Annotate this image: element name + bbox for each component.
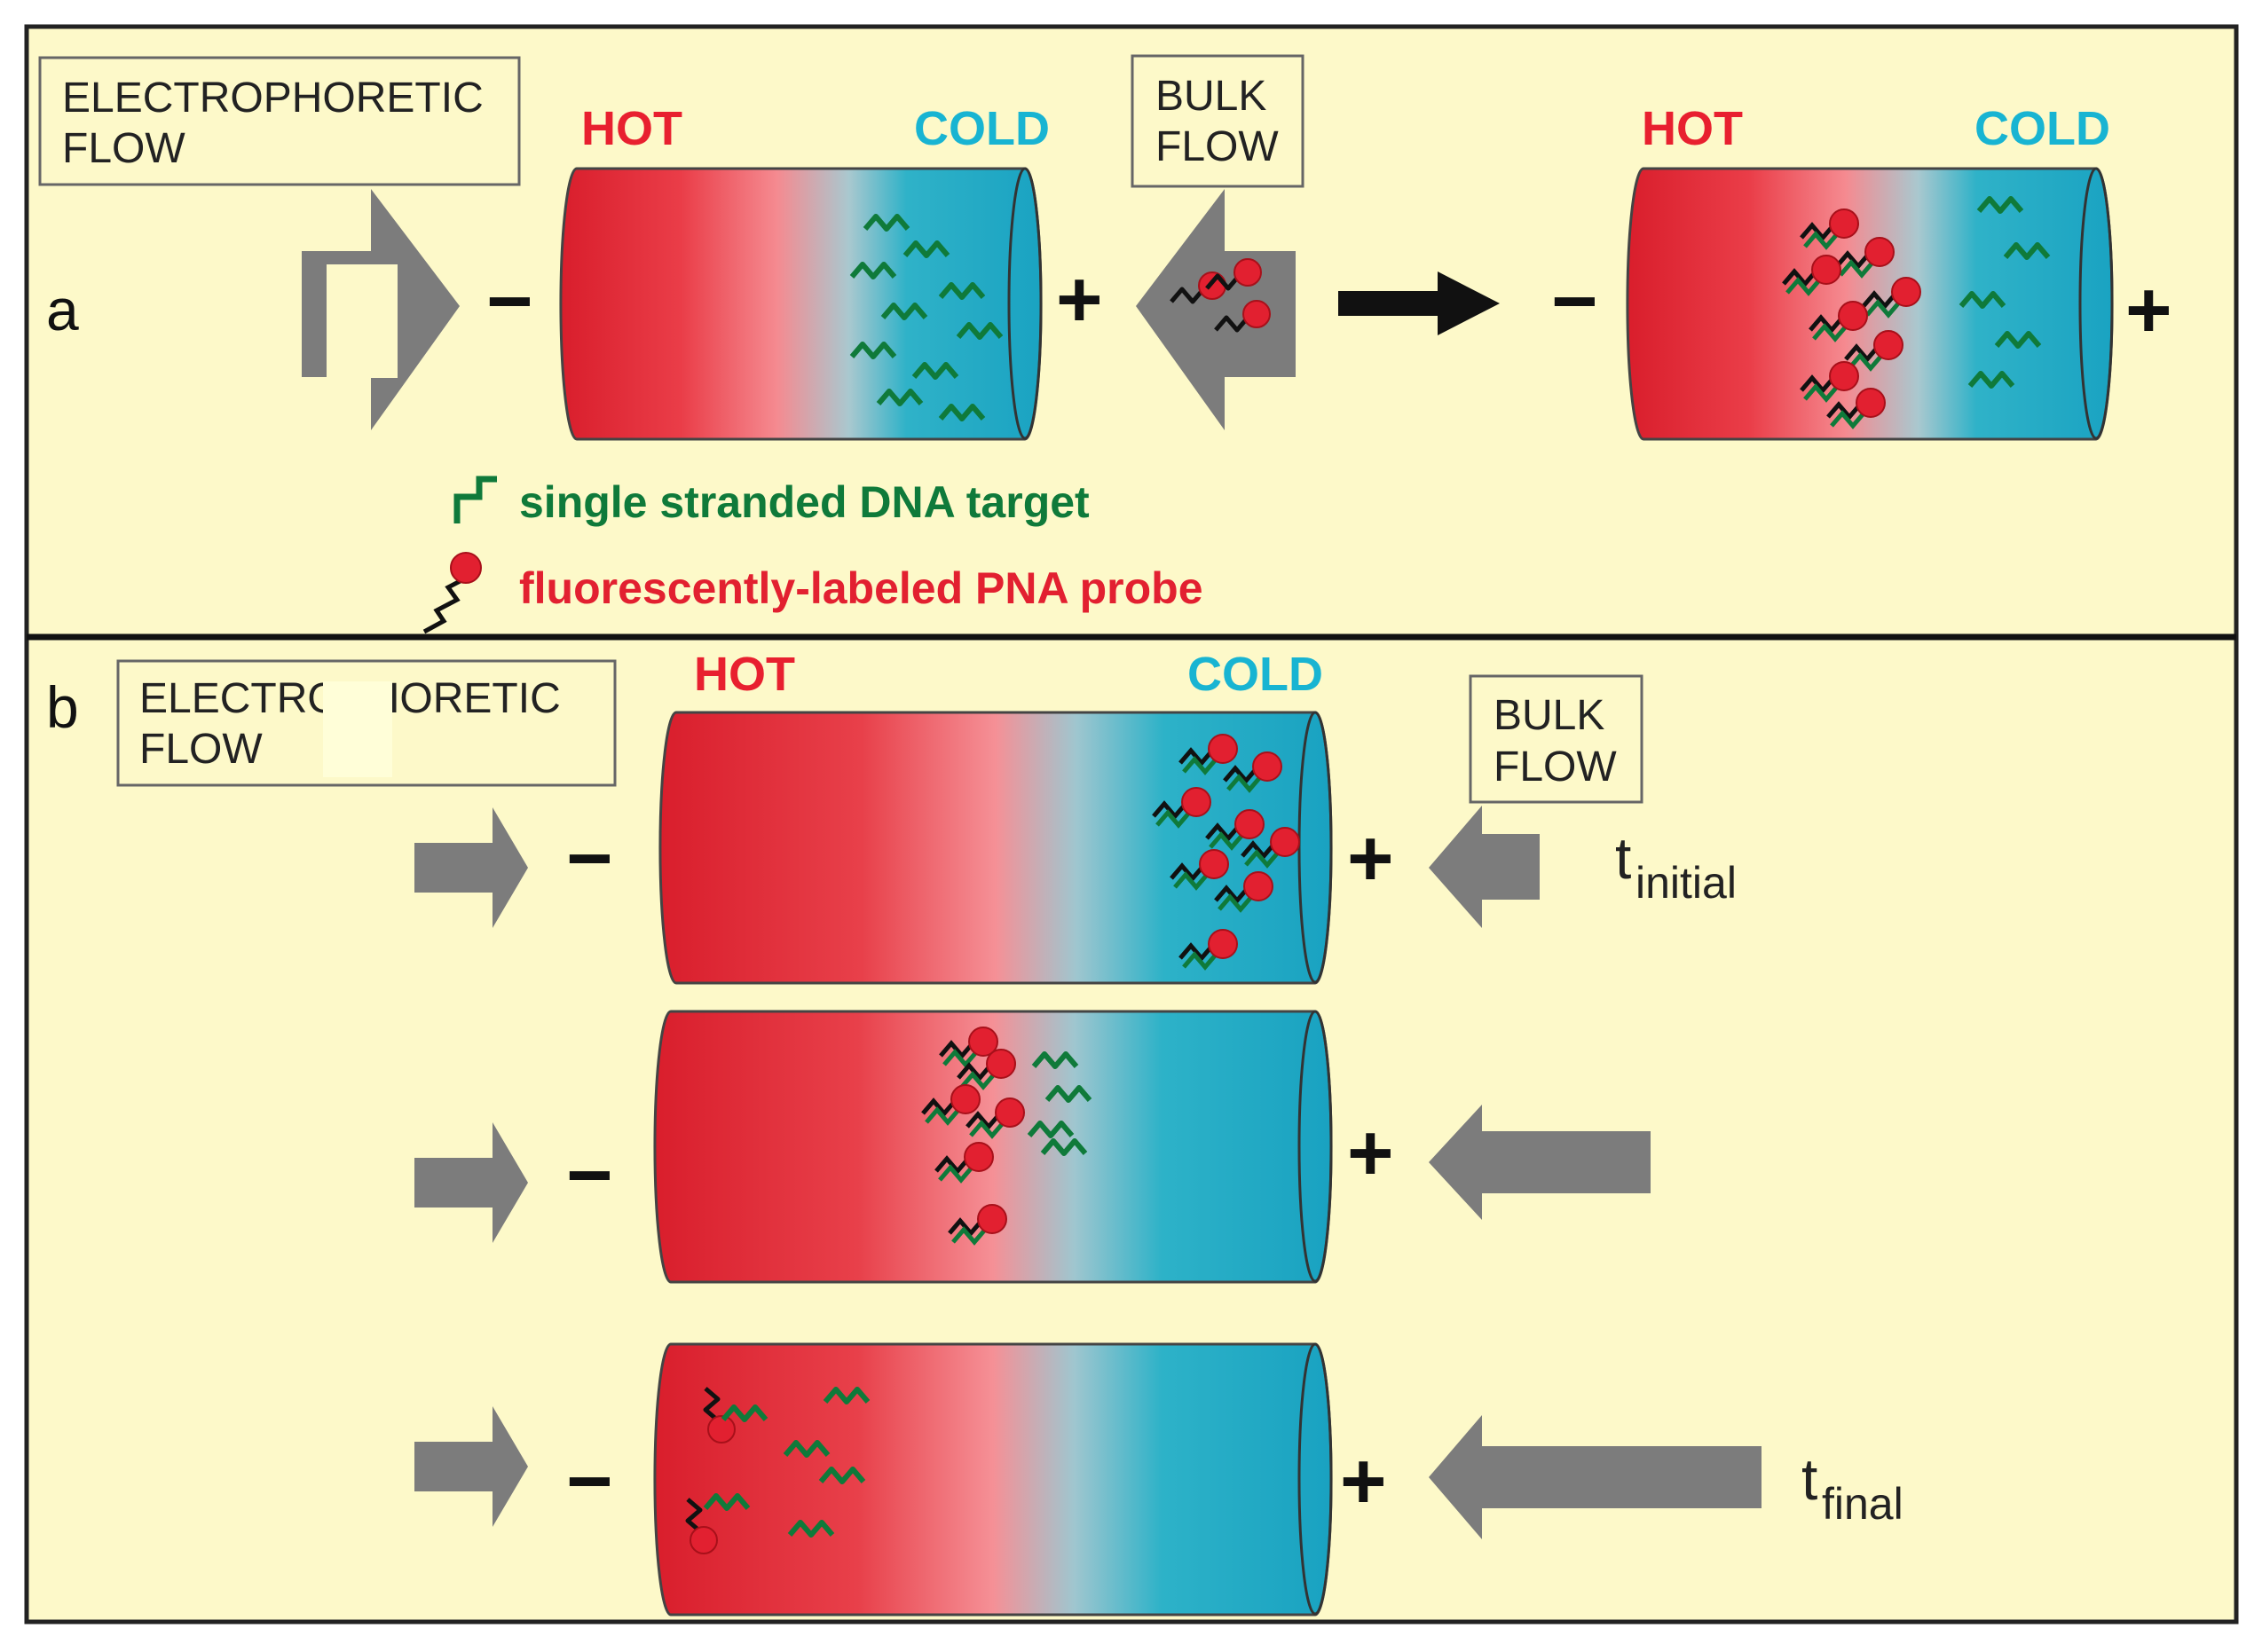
- label-line-2: FLOW: [1494, 743, 1617, 791]
- tube-2: [1626, 167, 2114, 441]
- panel-b-letter: b: [46, 674, 79, 740]
- t-final-label: t final: [1801, 1446, 1903, 1529]
- panel-b-electrophoretic-label: ELECTROPHORETIC FLOW: [116, 659, 617, 787]
- electrophoretic-flow-arrow-icon: [302, 189, 460, 430]
- tube2-cold-label: COLD: [1974, 102, 2110, 155]
- pna-probe-icon: [422, 552, 482, 634]
- electrophoretic-flow-arrow-icon: [414, 1406, 528, 1527]
- tube1-minus: −: [486, 257, 533, 346]
- label-line-1: ELECTROPHORETIC: [62, 75, 484, 122]
- bulk-flow-arrow-icon: [1136, 189, 1296, 430]
- electrophoretic-flow-arrow-icon: [414, 807, 528, 928]
- tube-1: [559, 167, 1043, 441]
- label-line-2: FLOW: [62, 125, 185, 172]
- panel-b-cold-label: COLD: [1187, 648, 1323, 701]
- t-subscript: initial: [1635, 858, 1737, 908]
- label-line-1: BULK: [1155, 73, 1266, 120]
- bulk-flow-arrow-icon: [1429, 1415, 1762, 1539]
- panel-b-bulk-label: BULK FLOW: [1469, 674, 1643, 804]
- panel-a-electrophoretic-label: ELECTROPHORETIC FLOW: [38, 56, 521, 186]
- row1-minus: −: [566, 814, 613, 903]
- bulk-flow-arrow-icon: [1429, 1105, 1651, 1220]
- panel-a-bulk-label: BULK FLOW: [1131, 54, 1304, 188]
- tube1-hot-label: HOT: [581, 102, 682, 155]
- panel-a-letter: a: [46, 277, 79, 342]
- row3-minus: −: [566, 1437, 613, 1526]
- tube1-cold-label: COLD: [914, 102, 1050, 155]
- tube2-minus: −: [1551, 257, 1598, 346]
- electrophoretic-flow-arrow-icon: [414, 1122, 528, 1243]
- tube2-hot-label: HOT: [1642, 102, 1743, 155]
- tube1-plus: +: [1056, 256, 1103, 344]
- row2-minus: −: [566, 1131, 613, 1220]
- row1-plus: +: [1347, 814, 1394, 903]
- legend: single stranded DNA target fluorescently…: [422, 476, 1203, 634]
- legend-dna-text: single stranded DNA target: [519, 477, 1090, 527]
- reaction-arrow-icon: [1338, 271, 1500, 335]
- legend-pna-text: fluorescently-labeled PNA probe: [519, 563, 1203, 613]
- panel-b-row-middle: − +: [414, 1010, 1651, 1284]
- t-symbol: t: [1615, 825, 1631, 891]
- row3-plus: +: [1340, 1437, 1387, 1526]
- panel-b-hot-label: HOT: [694, 648, 795, 701]
- panel-b-row-final: − + t final: [414, 1342, 1903, 1617]
- t-initial-label: t initial: [1615, 825, 1737, 908]
- label-line-2: FLOW: [139, 726, 263, 773]
- dna-strand-icon: [453, 476, 497, 523]
- label-line-2: FLOW: [1155, 123, 1279, 170]
- bulk-flow-arrow-icon: [1429, 806, 1540, 928]
- t-subscript: final: [1822, 1479, 1903, 1529]
- tube2-plus: +: [2125, 266, 2172, 355]
- panel-b-row-initial: − + t initial: [414, 711, 1737, 985]
- row2-plus: +: [1347, 1109, 1394, 1198]
- t-symbol: t: [1801, 1446, 1817, 1512]
- label-line-1: BULK: [1494, 692, 1604, 739]
